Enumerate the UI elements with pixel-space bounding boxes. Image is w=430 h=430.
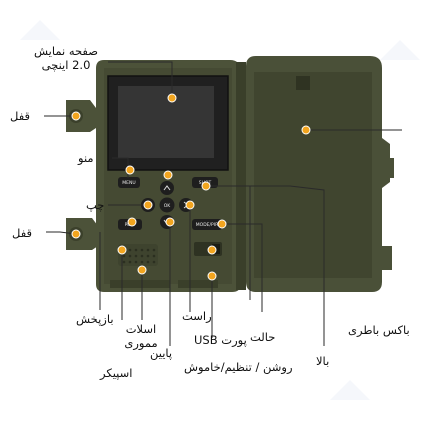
label-usb: پورت USB	[194, 333, 247, 347]
svg-text:MENU: MENU	[122, 180, 135, 186]
label-battery: باکس باطری	[348, 323, 410, 337]
label-lock-bottom: قفل	[12, 226, 33, 240]
label-memory-slot: اسلات مموری	[124, 322, 158, 350]
svg-text:MODE/PIR: MODE/PIR	[196, 222, 218, 228]
label-down: پایین	[150, 346, 173, 360]
label-right: راست	[182, 309, 212, 323]
label-menu: منو	[78, 151, 94, 165]
label-up: بالا	[316, 354, 330, 368]
bottom-ports	[110, 280, 218, 288]
svg-text:OK: OK	[164, 203, 172, 209]
label-playback: بازپخش	[76, 312, 114, 326]
label-speaker: اسپیکر	[100, 366, 133, 380]
label-left: چپ	[86, 198, 105, 212]
markers	[71, 93, 311, 281]
label-lock-top: قفل	[10, 109, 31, 123]
watermark	[20, 20, 420, 400]
button-up	[160, 181, 174, 195]
leader-lines	[44, 61, 402, 346]
label-mode: حالت	[250, 330, 276, 344]
button-mode: MODE/PIR	[192, 219, 222, 230]
display-screen	[107, 75, 229, 171]
lock-bottom	[66, 218, 98, 250]
label-display: صفحه نمایش 2.0 اینچی	[33, 44, 99, 72]
button-menu: MENU	[118, 177, 140, 188]
button-ok	[159, 197, 175, 213]
label-power: روشن / تنظیم/خاموش	[184, 360, 293, 374]
battery-door	[246, 56, 394, 292]
